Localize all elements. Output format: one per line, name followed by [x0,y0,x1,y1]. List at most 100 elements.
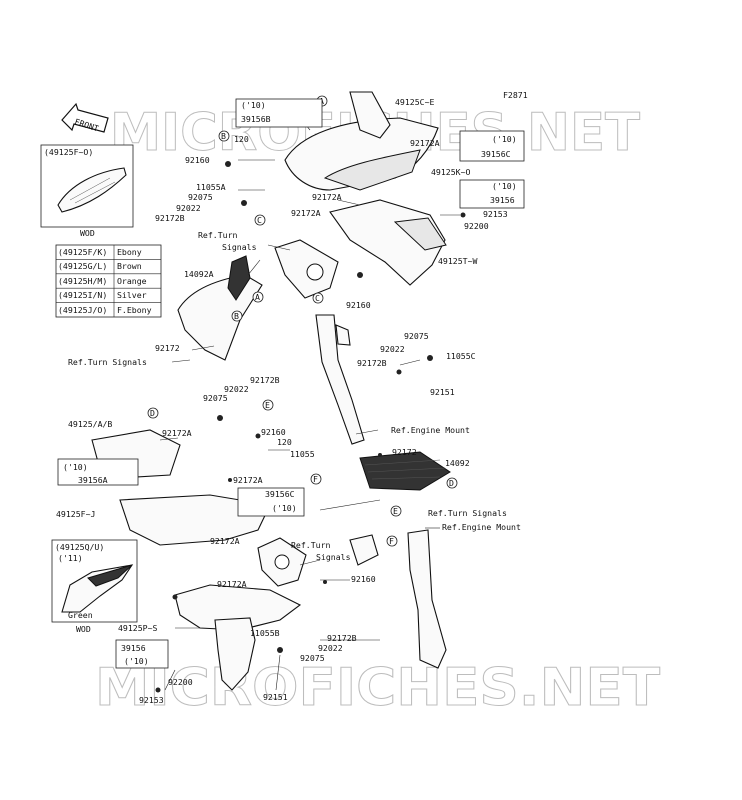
part-92075: 92075 [404,331,429,341]
part-92153: 92153 [139,695,164,705]
callout-f-right: F [386,535,398,547]
part-92153: 92153 [483,209,508,219]
part-120: 120 [277,437,292,447]
upper-right-panel [329,199,447,286]
callout-b-mid: B [231,310,243,322]
svg-text:C: C [315,293,320,303]
part-92172b: 92172B [327,633,357,643]
ref-engine-mount: Ref.Engine Mount [442,522,521,532]
part-92172a: 92172A [162,428,192,438]
part-14092: 14092 [445,458,470,468]
lower-cowl [174,584,302,691]
inset-bottom-note: WOD [76,624,91,634]
callout-a-mid: A [252,291,264,303]
svg-text:E: E [393,506,398,516]
part-92172a: 92172A [312,192,342,202]
part-92172: 92172 [392,447,417,457]
side-cover [91,429,271,546]
part-49125f-j: 49125F~J [56,509,95,519]
lower-turn-signal [257,537,307,587]
part-92022: 92022 [176,203,201,213]
part-92172a: 92172A [210,536,240,546]
part-49125c-e: 49125C~E [395,97,435,107]
svg-text:D: D [150,408,155,418]
inset-bottom-part: (49125Q/U) [55,542,104,552]
ref-turn-signals: Ref.Turn Signals [68,357,147,367]
callout-c-mid: C [312,292,324,304]
color-row-part: (49125I/N) [58,290,107,300]
callout-f-mid: F [310,473,322,485]
svg-text:D: D [449,478,454,488]
inset-bottom-color: Green [68,610,93,620]
part-92172b: 92172B [357,358,387,368]
figure-code: F2871 [503,90,528,100]
part-92172a: 92172A [233,475,263,485]
part-92151: 92151 [263,692,288,702]
year-tag-10: ('10) [63,462,88,472]
part-92172a: 92172A [410,138,440,148]
callout-c-top: C [254,214,266,226]
watermark-bottom: MICROFICHES.NET [95,658,661,718]
inset-top-note: WOD [80,228,95,238]
inset-top: (49125F~O) WOD [40,144,134,238]
upper-cowl [284,91,439,191]
inset-top-part: (49125F~O) [44,147,93,157]
callout-d-left: D [147,407,159,419]
front-arrow-icon: FRONT [61,102,109,134]
part-39156: 39156 [121,643,146,653]
ref-turn-signals: Ref.Turn [198,230,238,240]
part-92172a: 92172A [217,579,247,589]
ref-turn-signals: Signals [222,242,257,252]
part-11055c: 11055C [446,351,476,361]
color-row-part: (49125G/L) [58,261,107,271]
part-49125p-s: 49125P~S [118,623,158,633]
year-tag-10: ('10) [492,181,517,191]
color-row-part: (49125J/O) [58,305,107,315]
frame-stay [315,314,365,445]
part-49125t-w: 49125T~W [438,256,478,266]
part-39156a: 39156A [78,475,108,485]
fastener-markers [155,161,466,693]
part-92172: 92172 [155,343,180,353]
color-row-color: Brown [117,261,142,271]
part-92172b: 92172B [250,375,280,385]
part-92075: 92075 [203,393,228,403]
color-table: (49125F/K) Ebony (49125G/L) Brown (49125… [55,244,162,318]
part-92160: 92160 [351,574,376,584]
svg-text:A: A [255,292,260,302]
grille [359,451,451,491]
svg-text:E: E [265,400,270,410]
part-14092a: 14092A [184,269,214,279]
inset-bottom: (49125Q/U) ('11) Green WOD [51,539,138,634]
ref-turn-signals: Ref.Turn Signals [428,508,507,518]
lower-stay [349,529,447,669]
part-92200: 92200 [168,677,193,687]
ref-turn-signals: Signals [316,552,351,562]
year-tag-10: ('10) [241,100,266,110]
part-39156c: 39156C [481,149,511,159]
color-row-part: (49125F/K) [58,247,107,257]
svg-text:B: B [221,131,226,141]
part-11055: 11055 [290,449,315,459]
ref-turn-signals: Ref.Turn [291,540,331,550]
callout-b-top: B [218,130,230,142]
part-39156b: 39156B [241,114,271,124]
year-tag-10: ('10) [272,503,297,513]
upper-left-panel [177,255,263,361]
callout-e-right: E [390,505,402,517]
part-11055a: 11055A [196,182,226,192]
part-49125-a-b: 49125/A/B [68,419,112,429]
svg-text:F: F [389,536,394,546]
part-92160: 92160 [261,427,286,437]
part-92151: 92151 [430,387,455,397]
inset-bottom-year: ('11) [58,553,83,563]
part-92022: 92022 [224,384,249,394]
color-row-color: Silver [117,290,147,300]
part-92075: 92075 [188,192,213,202]
part-92075: 92075 [300,653,325,663]
color-row-color: Orange [117,276,147,286]
part-92160: 92160 [346,300,371,310]
color-row-color: F.Ebony [117,305,152,315]
color-row-part: (49125H/M) [58,276,107,286]
year-tag-10: ('10) [492,134,517,144]
